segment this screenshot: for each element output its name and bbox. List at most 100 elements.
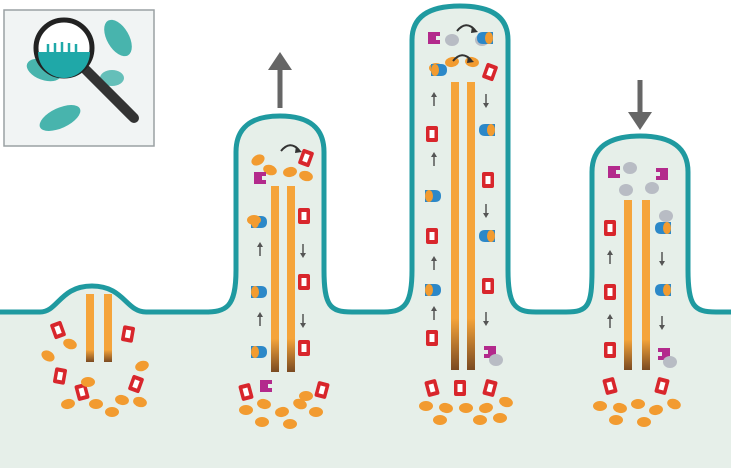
capping-protein <box>482 278 494 294</box>
actin-monomer <box>283 166 297 178</box>
motor-protein <box>655 284 671 296</box>
arrow-up-icon <box>268 52 292 108</box>
capping-protein <box>424 379 440 397</box>
arrow-down-icon <box>300 314 306 328</box>
capping-protein <box>238 383 254 401</box>
formin-protein <box>656 168 668 180</box>
arrow-down-icon <box>659 252 665 266</box>
actin-monomer <box>493 413 507 423</box>
motor-protein <box>479 230 495 242</box>
motor-protein <box>251 346 267 358</box>
capping-protein <box>53 367 67 385</box>
actin-monomer <box>115 394 129 406</box>
motor-protein <box>425 284 441 296</box>
actin-monomer <box>133 396 147 408</box>
arrow-down-icon <box>483 312 489 326</box>
actin-monomer <box>299 391 313 401</box>
actin-monomer <box>251 154 265 166</box>
motor-protein <box>479 124 495 136</box>
formin-protein <box>428 32 440 44</box>
actin-monomer <box>593 401 607 411</box>
formin-protein <box>254 172 266 184</box>
actin-monomer <box>135 360 149 372</box>
capping-protein <box>654 377 670 395</box>
capping-protein <box>426 228 438 244</box>
actin-monomer <box>499 396 513 408</box>
inset-panel <box>3 9 155 147</box>
arrow-up-icon <box>607 250 613 264</box>
capping-protein <box>121 325 135 343</box>
released-protein <box>445 34 459 46</box>
actin-filament <box>624 200 632 370</box>
actin-monomer <box>433 415 447 425</box>
arrow-up-icon <box>257 242 263 256</box>
magnifier-cell-icon <box>33 17 139 123</box>
cytoplasm <box>0 6 731 468</box>
actin-monomer <box>637 417 651 427</box>
released-protein <box>489 354 503 366</box>
arrow-down-icon <box>483 94 489 108</box>
arrow-layer <box>257 24 665 330</box>
stage-initiation-filaments <box>86 294 112 362</box>
actin-monomer <box>63 338 77 350</box>
actin-monomer <box>257 398 271 410</box>
capping-protein <box>50 320 66 340</box>
released-protein <box>623 162 637 174</box>
stage-mature-filaments <box>451 82 475 370</box>
actin-monomer <box>473 415 487 425</box>
actin-monomer <box>439 402 453 414</box>
capping-protein <box>298 148 314 168</box>
capping-protein <box>298 274 310 290</box>
actin-monomer <box>105 407 119 417</box>
stage-retraction-filaments <box>624 200 650 370</box>
arrow-up-icon <box>431 152 437 166</box>
motor-protein <box>477 32 493 44</box>
actin-monomer <box>283 419 297 429</box>
protein-layer <box>41 32 681 429</box>
cell-icon <box>104 19 132 57</box>
actin-monomer <box>61 398 75 410</box>
curved-arrow-icon <box>452 54 474 63</box>
actin-filament <box>271 186 279 372</box>
capping-protein <box>426 126 438 142</box>
capping-protein <box>426 330 438 346</box>
arrow-down-icon <box>483 204 489 218</box>
motor-protein <box>431 64 447 76</box>
arrow-down-icon <box>300 244 306 258</box>
capping-protein <box>298 208 310 224</box>
capping-protein <box>604 342 616 358</box>
actin-filament <box>467 82 475 370</box>
cell-icon <box>100 70 124 86</box>
released-protein <box>645 182 659 194</box>
capping-protein <box>604 220 616 236</box>
motor-protein <box>655 222 671 234</box>
formin-protein <box>260 380 272 392</box>
actin-monomer <box>479 402 493 414</box>
actin-monomer <box>613 402 627 414</box>
formin-protein <box>608 166 620 178</box>
motor-protein <box>425 190 441 202</box>
actin-monomer <box>293 398 307 410</box>
actin-monomer <box>667 398 681 410</box>
arrow-down-icon <box>628 80 652 130</box>
actin-filament <box>86 294 94 362</box>
actin-monomer <box>649 404 663 416</box>
actin-monomer <box>309 407 323 417</box>
actin-monomer <box>239 405 253 415</box>
actin-filament <box>642 200 650 370</box>
actin-filament <box>287 186 295 372</box>
actin-monomer <box>631 399 645 409</box>
arrow-up-icon <box>257 312 263 326</box>
actin-monomer <box>263 164 277 176</box>
released-protein <box>663 356 677 368</box>
curved-arrow-icon <box>456 24 478 33</box>
actin-filament <box>451 82 459 370</box>
actin-monomer <box>41 350 55 362</box>
actin-monomer <box>609 415 623 425</box>
motor-protein <box>251 286 267 298</box>
released-protein <box>619 184 633 196</box>
cell-icon <box>39 105 81 131</box>
arrow-up-icon <box>431 306 437 320</box>
